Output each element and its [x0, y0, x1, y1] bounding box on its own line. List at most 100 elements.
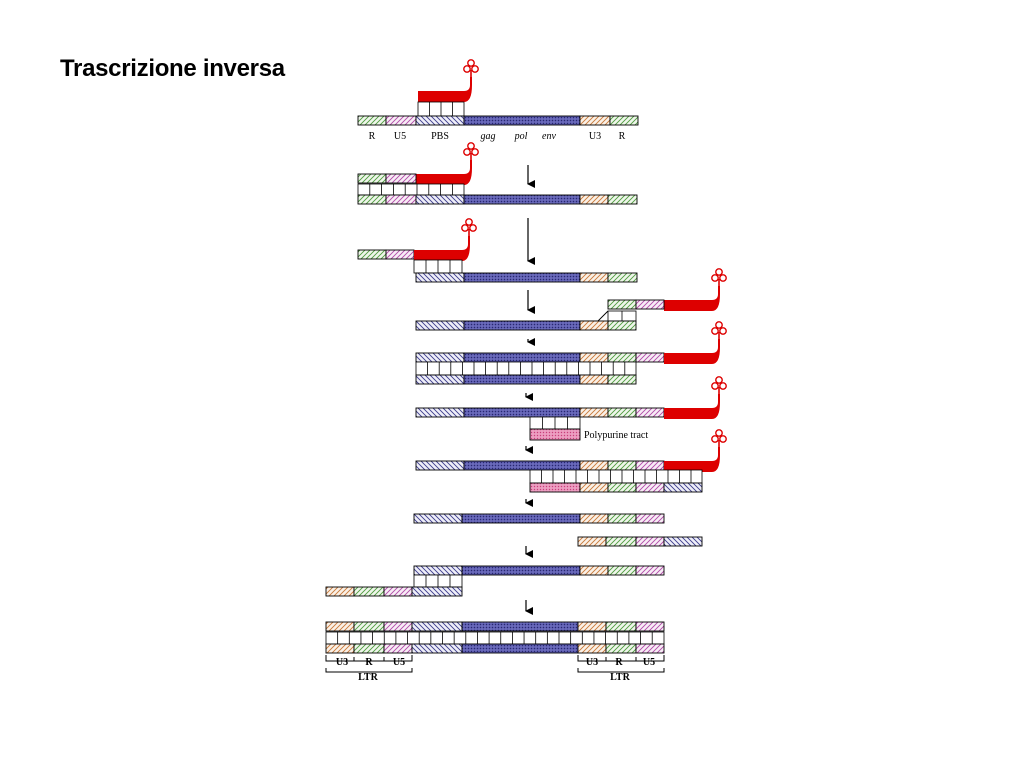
base-pairs — [325, 631, 665, 645]
strand-segment — [325, 643, 355, 654]
strand-segment — [579, 272, 609, 283]
trna-cloverleaf — [467, 59, 475, 67]
strand-segment — [607, 374, 637, 385]
strand-segment — [607, 565, 637, 576]
strand-segment — [385, 115, 417, 126]
strand-segment — [635, 460, 665, 471]
strand-segment — [463, 272, 581, 283]
strand-segment — [383, 586, 413, 597]
ltr-left-r: R — [365, 657, 373, 668]
strand-segment — [385, 173, 417, 184]
strand-segment — [413, 513, 463, 524]
ltr-bracket — [325, 655, 413, 662]
label-polypurine-tract: Polypurine tract — [584, 430, 648, 441]
label-r-right: R — [619, 131, 626, 142]
strand-segment — [579, 115, 611, 126]
trna-cloverleaf — [465, 218, 473, 226]
strand-segment — [579, 374, 609, 385]
strand-segment — [577, 536, 607, 547]
strand-segment — [463, 460, 581, 471]
strand-segment — [579, 352, 609, 363]
strand-segment — [635, 565, 665, 576]
ltr-left-u3: U3 — [336, 657, 348, 668]
strand-segment — [413, 565, 463, 576]
strand-segment — [579, 513, 609, 524]
strand-segment — [635, 621, 665, 632]
strand-segment — [325, 586, 355, 597]
ltr-right-u5: U5 — [643, 657, 655, 668]
strand-segment — [415, 407, 465, 418]
ltr-left-u5: U5 — [393, 657, 405, 668]
strand-segment — [415, 272, 465, 283]
strand-segment — [579, 482, 609, 493]
trna-curl — [464, 77, 472, 102]
strand-segment — [463, 352, 581, 363]
trna-curl — [712, 286, 720, 311]
strand-segment — [461, 513, 581, 524]
strand-segment — [357, 249, 387, 260]
strand-segment — [461, 621, 579, 632]
trna-curl — [464, 160, 472, 185]
strand-segment — [415, 320, 465, 331]
strand-segment — [529, 482, 581, 493]
strand-segment — [579, 460, 609, 471]
trna-primer — [416, 174, 464, 185]
trna-primer — [664, 300, 712, 311]
trna-primer — [664, 353, 712, 364]
label-env: env — [542, 131, 556, 142]
strand-segment — [463, 320, 581, 331]
strand-segment — [607, 352, 637, 363]
trna-cloverleaf — [715, 429, 723, 437]
label-u5: U5 — [394, 131, 406, 142]
ltr-left-label: LTR — [358, 672, 378, 683]
strand-segment — [463, 115, 581, 126]
base-pairs — [415, 361, 637, 376]
strand-segment — [353, 643, 385, 654]
strand-segment — [635, 643, 665, 654]
strand-segment — [385, 194, 417, 205]
strand-segment — [353, 586, 385, 597]
polypurine-tract — [529, 428, 581, 441]
strand-segment — [357, 194, 387, 205]
trna-primer — [664, 408, 712, 419]
strand-segment — [383, 621, 413, 632]
strand-segment — [607, 299, 637, 310]
trna-cloverleaf — [715, 376, 723, 384]
strand-segment — [577, 621, 607, 632]
label-pbs: PBS — [431, 131, 449, 142]
strand-segment — [353, 621, 385, 632]
strand-segment — [579, 407, 609, 418]
base-pairs — [529, 469, 703, 484]
strand-segment — [635, 513, 665, 524]
strand-segment — [635, 407, 665, 418]
label-u3: U3 — [589, 131, 601, 142]
strand-segment — [383, 643, 413, 654]
strand-segment — [605, 621, 637, 632]
strand-segment — [607, 320, 637, 331]
trna-primer — [414, 250, 462, 261]
strand-segment — [579, 320, 609, 331]
strand-segment — [385, 249, 415, 260]
strand-segment — [607, 194, 638, 205]
strand-segment — [635, 352, 665, 363]
trna-primer — [418, 91, 464, 102]
strand-segment — [635, 536, 665, 547]
strand-segment — [411, 643, 463, 654]
strand-segment — [461, 565, 581, 576]
strand-segment — [605, 643, 637, 654]
ltr-right-r: R — [615, 657, 623, 668]
strand-segment — [577, 643, 607, 654]
strand-segment — [415, 460, 465, 471]
strand-segment — [607, 407, 637, 418]
label-r: R — [369, 131, 376, 142]
strand-segment — [463, 374, 581, 385]
ltr-bracket — [577, 655, 665, 662]
strand-segment — [635, 299, 665, 310]
strand-segment — [579, 565, 609, 576]
label-pol: pol — [514, 131, 528, 142]
strand-segment — [415, 374, 465, 385]
strand-segment — [415, 194, 465, 205]
strand-segment — [663, 536, 703, 547]
strand-segment — [605, 536, 637, 547]
